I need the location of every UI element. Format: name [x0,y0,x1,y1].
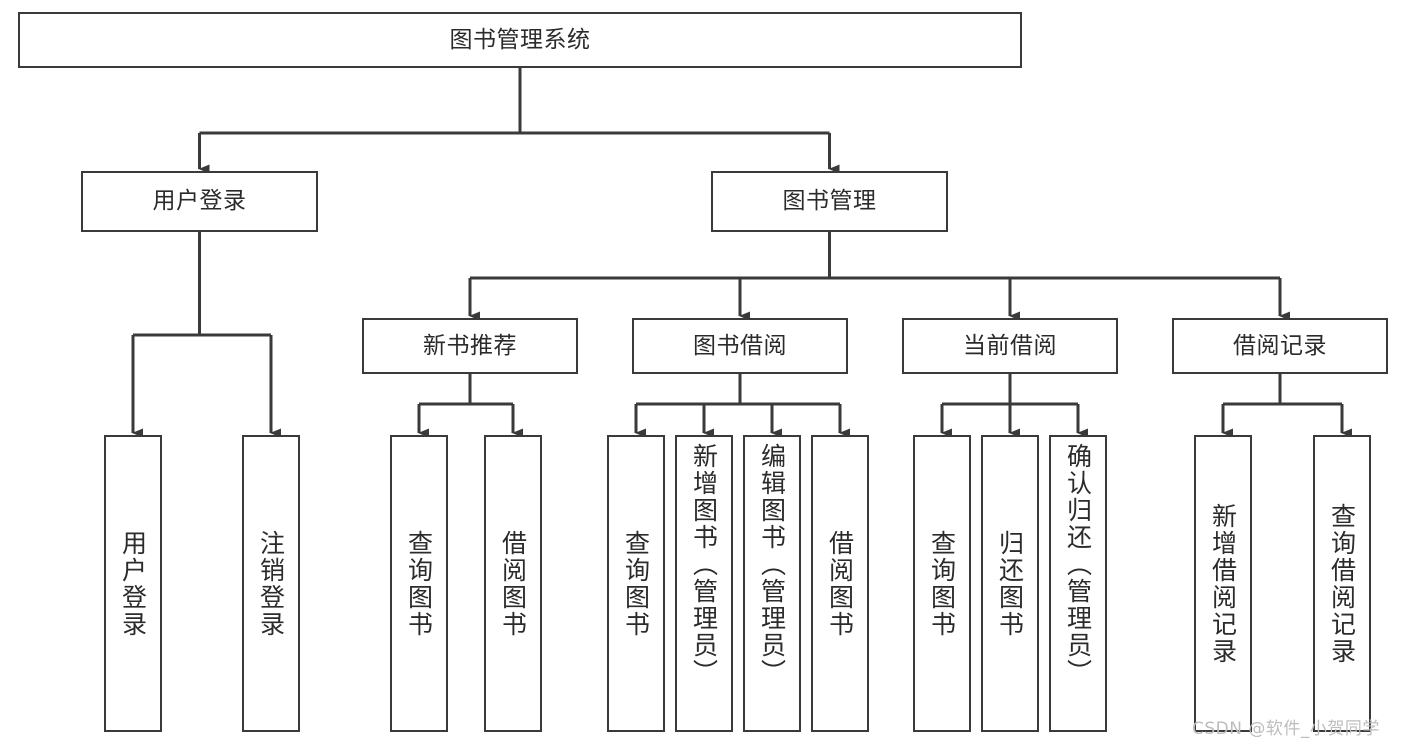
node-user-login[interactable]: 用户登录 [81,171,318,232]
node-label-leaf-return-book: 归还图书 [995,529,1025,638]
node-leaf-add-book[interactable]: 新增图书（管理员） [675,435,733,732]
node-leaf-confirm-return[interactable]: 确认归还（管理员） [1049,435,1107,732]
node-label-book-manage: 图书管理 [782,188,877,215]
node-leaf-query-book-1[interactable]: 查询图书 [390,435,448,732]
node-new-book-rec[interactable]: 新书推荐 [362,318,578,374]
node-label-borrow-record: 借阅记录 [1233,332,1327,359]
node-label-current-borrow: 当前借阅 [963,332,1057,359]
node-leaf-borrow-book-1[interactable]: 借阅图书 [484,435,542,732]
node-label-leaf-query-book-1: 查询图书 [404,529,434,638]
node-label-leaf-query-book-2: 查询图书 [621,529,651,638]
node-label-leaf-edit-book: 编辑图书（管理员） [757,443,787,686]
node-label-leaf-confirm-return: 确认归还（管理员） [1063,443,1093,686]
node-leaf-logout[interactable]: 注销登录 [242,435,300,732]
node-label-leaf-query-record: 查询借阅记录 [1327,502,1357,665]
node-borrow-record[interactable]: 借阅记录 [1172,318,1388,374]
node-leaf-query-book-2[interactable]: 查询图书 [607,435,665,732]
node-leaf-edit-book[interactable]: 编辑图书（管理员） [743,435,801,732]
node-leaf-user-login[interactable]: 用户登录 [104,435,162,732]
node-label-book-borrow: 图书借阅 [693,332,787,359]
node-label-leaf-user-login: 用户登录 [118,529,148,638]
node-label-leaf-borrow-book-2: 借阅图书 [825,529,855,638]
node-root[interactable]: 图书管理系统 [18,12,1022,68]
node-leaf-add-record[interactable]: 新增借阅记录 [1194,435,1252,732]
node-leaf-return-book[interactable]: 归还图书 [981,435,1039,732]
node-label-leaf-add-record: 新增借阅记录 [1208,502,1238,665]
node-leaf-borrow-book-2[interactable]: 借阅图书 [811,435,869,732]
node-label-new-book-rec: 新书推荐 [423,332,517,359]
node-leaf-query-book-3[interactable]: 查询图书 [913,435,971,732]
node-label-leaf-query-book-3: 查询图书 [927,529,957,638]
node-book-manage[interactable]: 图书管理 [711,171,948,232]
edge-group [131,68,1352,438]
node-book-borrow[interactable]: 图书借阅 [632,318,848,374]
node-current-borrow[interactable]: 当前借阅 [902,318,1118,374]
watermark-label: CSDN @软件_小贺同学 [1192,719,1380,739]
node-label-root: 图书管理系统 [449,26,591,53]
node-label-leaf-borrow-book-1: 借阅图书 [498,529,528,638]
node-leaf-query-record[interactable]: 查询借阅记录 [1313,435,1371,732]
node-label-user-login: 用户登录 [152,188,247,215]
node-label-leaf-add-book: 新增图书（管理员） [689,443,719,686]
node-label-leaf-logout: 注销登录 [256,529,286,638]
